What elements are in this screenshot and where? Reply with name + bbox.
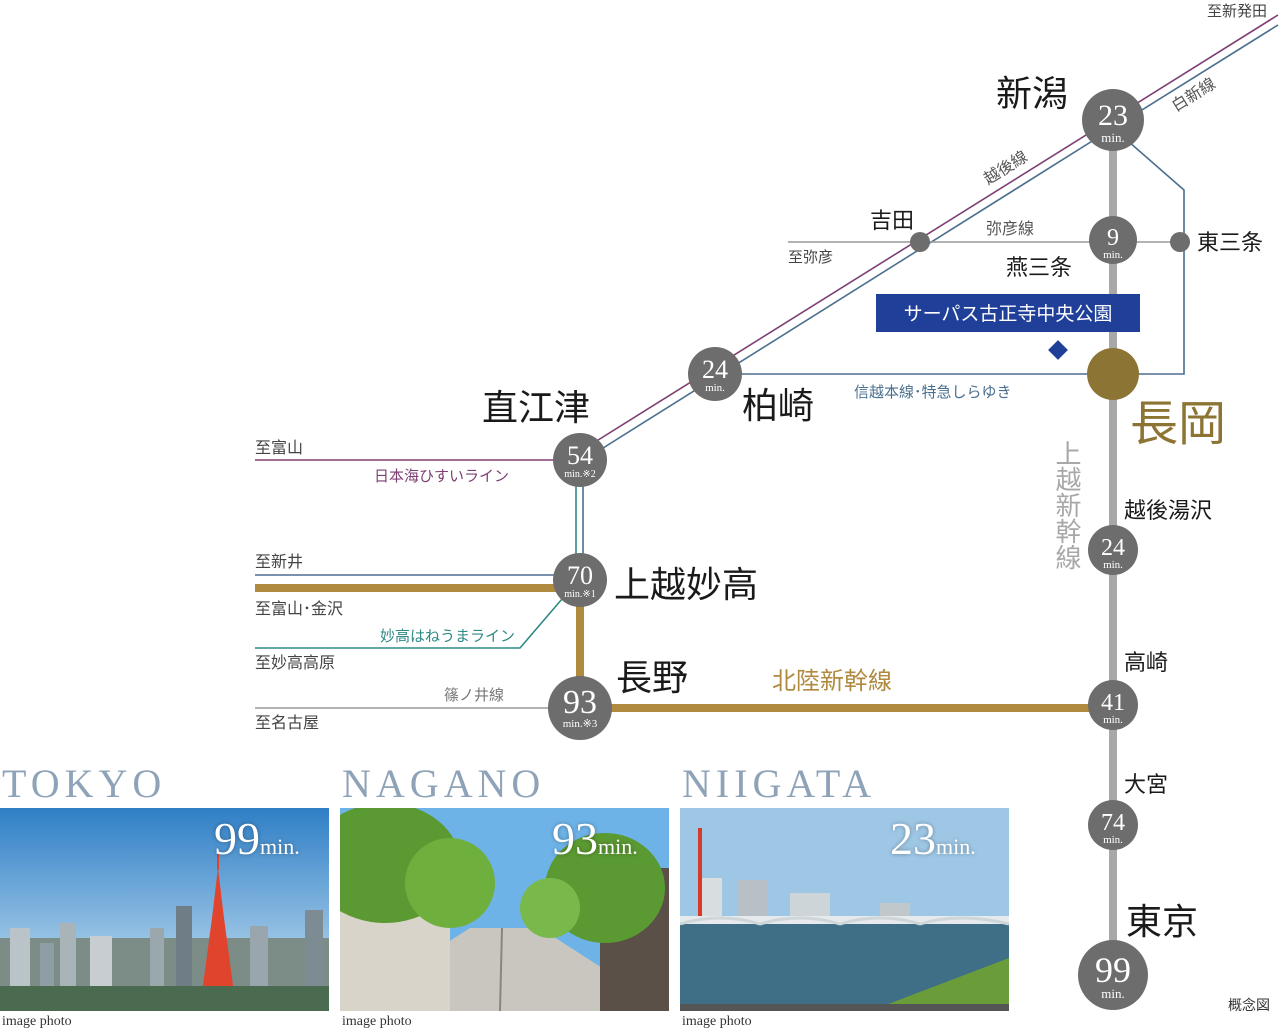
- photo-time-nagano-num: 93: [552, 813, 598, 864]
- station-tokyo-time: 99: [1095, 950, 1131, 990]
- station-tsubame-time: 9: [1107, 225, 1119, 251]
- station-tokyo-name: 東京: [1126, 902, 1198, 943]
- photo-time-tokyo: 99min.: [214, 812, 300, 865]
- station-takasaki-time: 41: [1101, 690, 1125, 716]
- station-yoshida-name: 吉田: [870, 209, 914, 234]
- station-tokyo: 99 min.: [1078, 940, 1148, 1010]
- station-nagaoka-dot: [1087, 348, 1139, 400]
- station-niigata: 23 min.: [1082, 89, 1144, 151]
- dest-nagoya: 至名古屋: [255, 713, 319, 732]
- shinetsu-line-label: 信越本線･特急しらゆき: [854, 383, 1012, 401]
- station-kashiwazaki-unit: min.: [705, 382, 725, 394]
- dest-yahiko: 至弥彦: [788, 248, 833, 266]
- photo-caption-niigata: image photo: [682, 1014, 752, 1029]
- photo-city-niigata: NIIGATA: [682, 761, 876, 806]
- station-niigata-time: 23: [1098, 99, 1128, 132]
- photo-niigata: [680, 808, 1009, 1011]
- photo-time-niigata-num: 23: [890, 813, 936, 864]
- station-nagaoka-name: 長岡: [1130, 396, 1226, 452]
- station-kashiwazaki-time: 24: [702, 355, 728, 384]
- station-joetsumyoko-unit: min.※1: [564, 589, 595, 600]
- photo-time-nagano-unit: min.: [598, 834, 638, 859]
- shinetsu-line-loop: [1112, 127, 1185, 375]
- station-tokyo-unit: min.: [1101, 986, 1124, 1001]
- myoko-haneuma-line: [255, 577, 581, 649]
- echigo-line-label: 越後線: [980, 147, 1031, 189]
- photo-time-tokyo-num: 99: [214, 813, 260, 864]
- station-nagano-unit: min.※3: [563, 718, 598, 730]
- station-nagano-time: 93: [563, 684, 597, 721]
- photo-city-tokyo: TOKYO: [2, 761, 167, 806]
- station-tsubame-name: 燕三条: [1006, 256, 1072, 281]
- station-nagano: 93 min.※3: [548, 676, 612, 740]
- station-joetsumyoko-time: 70: [567, 561, 593, 590]
- yahiko-line-label: 弥彦線: [986, 219, 1034, 238]
- dest-shinhotta: 至新発田: [1207, 2, 1267, 20]
- property-marker-icon: [1048, 340, 1068, 360]
- shinonoi-line-label: 篠ノ井線: [444, 686, 504, 704]
- station-higashi-sanjo-name: 東三条: [1197, 231, 1263, 256]
- station-yoshida-dot: [910, 232, 930, 252]
- photo-tokyo: [0, 808, 329, 1011]
- dest-arai: 至新井: [255, 552, 303, 571]
- station-naoetsu-unit: min.※2: [564, 469, 595, 480]
- hisui-line-label: 日本海ひすいライン: [374, 467, 509, 485]
- photo-caption-nagano: image photo: [342, 1014, 412, 1029]
- photo-time-niigata: 23min.: [890, 812, 976, 865]
- photo-time-nagano: 93min.: [552, 812, 638, 865]
- myoko-line-label: 妙高はねうまライン: [380, 627, 515, 645]
- station-naoetsu: 54 min.※2: [553, 433, 607, 487]
- station-tsubame-unit: min.: [1103, 249, 1123, 261]
- dest-myokokogen: 至妙高高原: [255, 653, 335, 672]
- station-naoetsu-time: 54: [567, 441, 593, 470]
- station-takasaki-unit: min.: [1103, 714, 1123, 726]
- station-naoetsu-name: 直江津: [482, 388, 590, 429]
- station-niigata-unit: min.: [1101, 130, 1124, 145]
- concept-diagram-note: 概念図: [1228, 998, 1270, 1014]
- station-omiya-name: 大宮: [1124, 773, 1168, 798]
- photo-nagano: [340, 808, 669, 1011]
- station-nagano-name: 長野: [616, 658, 688, 699]
- station-omiya: 74 min.: [1088, 800, 1138, 850]
- hakushin-line-label: 白新線: [1168, 74, 1219, 116]
- property-label-box: [876, 294, 1140, 332]
- station-niigata-name: 新潟: [996, 74, 1068, 115]
- station-joetsumyoko-name: 上越妙高: [614, 565, 758, 606]
- joetsu-shinkansen-label: 上越新幹線: [1051, 440, 1081, 570]
- station-kashiwazaki-name: 柏崎: [742, 386, 814, 427]
- station-omiya-unit: min.: [1103, 834, 1123, 846]
- station-echigoyuzawa-unit: min.: [1103, 559, 1123, 571]
- photo-caption-tokyo: image photo: [2, 1014, 72, 1029]
- dest-toyama: 至富山: [255, 438, 303, 457]
- hokuriku-shinkansen-label: 北陸新幹線: [772, 667, 892, 695]
- station-echigoyuzawa-time: 24: [1101, 535, 1125, 561]
- station-echigoyuzawa: 24 min.: [1088, 525, 1138, 575]
- photo-city-nagano: NAGANO: [342, 761, 546, 806]
- station-higashi-sanjo-dot: [1170, 232, 1190, 252]
- photo-time-niigata-unit: min.: [936, 834, 976, 859]
- property-label: サーパス古正寺中央公園: [904, 303, 1113, 325]
- dest-toyama-kanazawa: 至富山･金沢: [255, 599, 343, 618]
- station-takasaki-name: 高崎: [1124, 651, 1168, 676]
- station-echigoyuzawa-name: 越後湯沢: [1124, 499, 1212, 524]
- station-omiya-time: 74: [1101, 810, 1125, 836]
- station-joetsumyoko: 70 min.※1: [553, 553, 607, 607]
- station-kashiwazaki: 24 min.: [688, 347, 742, 401]
- station-tsubame-sanjo: 9 min.: [1089, 216, 1137, 264]
- shinetsu-line-diagonal: [583, 127, 1114, 461]
- station-takasaki: 41 min.: [1088, 680, 1138, 730]
- photo-time-tokyo-unit: min.: [260, 834, 300, 859]
